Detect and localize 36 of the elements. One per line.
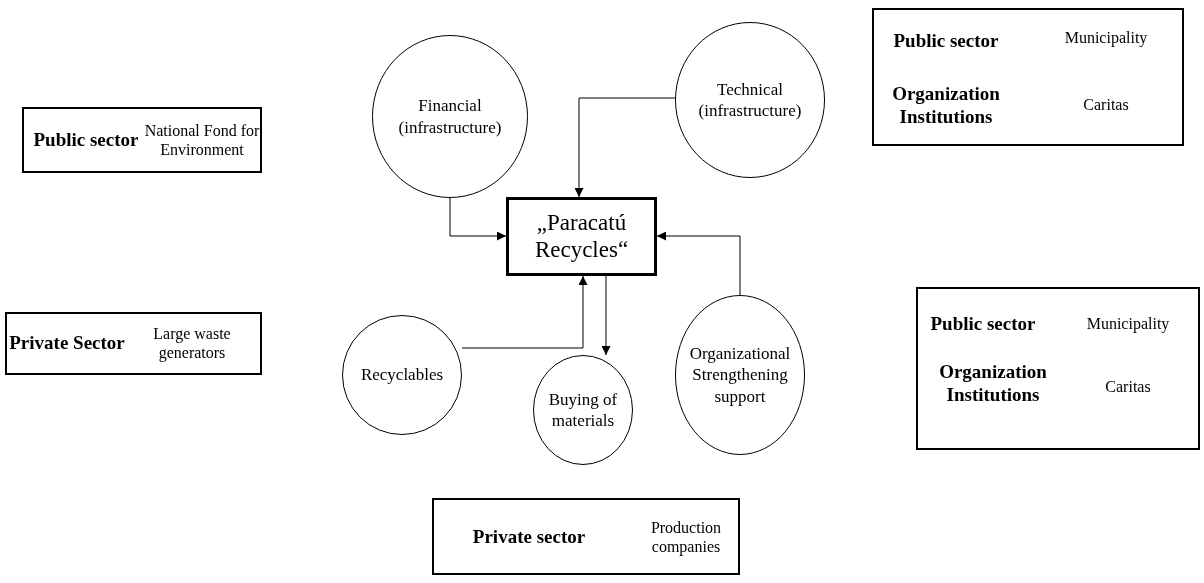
arrow [449,197,507,241]
sector-label: Private sector [471,525,587,549]
resource-circle [675,295,805,455]
node-label: Recyclables [359,364,445,386]
node-label: Financial (infrastructure) [397,95,503,138]
resource-circle [533,355,633,465]
arrow [601,275,611,356]
actor-label: National Fond for Environment [143,120,261,160]
sector-label: Public sector [32,128,140,152]
sector-label: Private Sector [8,331,126,355]
actor-label: Municipality [1085,314,1171,334]
stakeholder-box [432,498,740,575]
arrow [574,97,676,198]
actor-label: Large waste generators [152,323,232,363]
project-box [506,197,657,276]
sector-label: Organization Institutions [938,361,1048,407]
resource-circle [342,315,462,435]
arrow [461,275,588,349]
stakeholder-box [5,312,262,375]
resource-circle [372,35,528,198]
node-label: Organizational Strengthening support [688,343,792,407]
stakeholder-box [22,107,262,173]
sector-label: Public sector [892,29,1000,53]
actor-label: Caritas [1082,95,1130,115]
sector-label: Organization Institutions [891,83,1001,129]
resource-circle [675,22,825,178]
sector-label: Public sector [929,312,1037,336]
arrow [656,231,741,296]
stakeholder-box [872,8,1184,146]
stakeholder-box [916,287,1200,450]
node-label: Technical (infrastructure) [697,78,803,122]
actor-label: Production companies [649,517,723,557]
node-label: Buying of materials [547,388,619,432]
actor-label: Caritas [1104,377,1152,397]
actor-label: Municipality [1063,28,1149,48]
node-label: „Paracatú Recycles“ [533,210,630,263]
